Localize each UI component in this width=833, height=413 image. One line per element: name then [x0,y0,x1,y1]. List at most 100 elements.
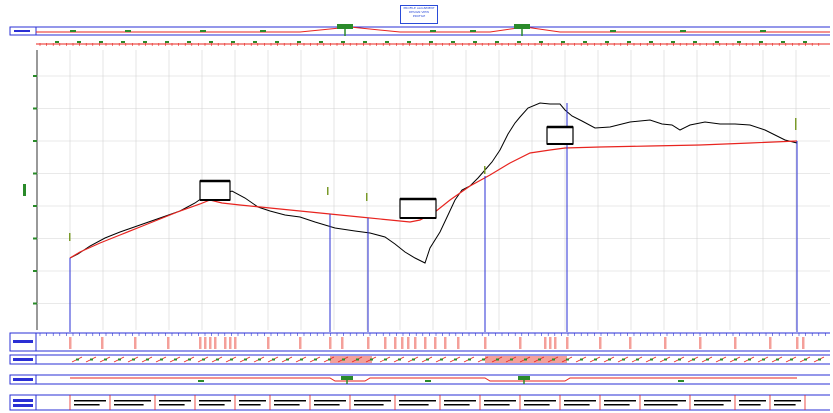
band-1-station-label [796,337,799,349]
top-tick-marker [781,41,785,43]
band-1-station-label [101,337,104,349]
band-1-station-label [384,337,387,349]
top-band-structure-2 [514,24,530,36]
top-tick-marker [385,41,389,43]
band-2-marker [454,358,457,361]
top-tick-marker [341,41,345,43]
top-band-structure-1 [337,24,353,36]
band-2-marker [412,358,415,361]
band-2-marker [244,358,247,361]
band-4-text-line [274,400,306,402]
band-2-marker [440,358,443,361]
band-4-text-line [564,400,596,402]
band-1-station-label [167,337,170,349]
band-2-marker [188,358,191,361]
band-2-marker [734,358,737,361]
band-4-text-line [739,404,761,406]
band-4-text-line [354,404,384,406]
design-profile-line [69,140,798,259]
band-2-marks [71,356,825,363]
top-tick-marker [583,41,587,43]
top-band-marker [260,30,266,32]
top-tick-markers [55,41,807,43]
band-1-station-label [554,337,557,349]
top-tick-marker [539,41,543,43]
band-3-structure-1 [341,376,353,384]
band-1-station-label [414,337,417,349]
section-flags [69,118,797,241]
band-1-station-label [234,337,237,349]
top-band-marker [470,30,476,32]
lower-bands [9,332,830,411]
band-1-station-label [299,337,302,349]
band-2-marker [482,358,485,361]
band-1-station-label [484,337,487,349]
band-2-marker [510,358,513,361]
top-band-marker [125,30,131,32]
top-band-label-fill [14,30,30,32]
band-1-station-label [699,337,702,349]
top-tick-marker [275,41,279,43]
band-2-marker [328,358,331,361]
band-2-marker [174,358,177,361]
band-4-text-line [314,404,340,406]
band-2-marker [426,358,429,361]
band-1-station-label [407,337,410,349]
band-4-text-line [564,404,590,406]
top-tick-strip [36,41,830,46]
band-1-station-ticks [39,333,826,349]
band-2-marker [538,358,541,361]
profile-grid [37,50,830,330]
band-1-station-label [544,337,547,349]
band-1-station-label [424,337,427,349]
band-4-text-line [74,400,106,402]
existing-ground-line [69,102,798,264]
top-tick-marker [473,41,477,43]
band-1-station-label [457,337,460,349]
band-2-label-box [9,354,37,365]
band-4-text-line [644,400,686,402]
top-tick-marker [99,41,103,43]
top-tick-marker [297,41,301,43]
band-2-marker [720,358,723,361]
band-2-marker [76,358,79,361]
top-tick-marker [209,41,213,43]
band-1-station-label [664,337,667,349]
band-4-text-line [604,404,630,406]
structure-3 [546,125,574,145]
left-axis-tick [33,205,37,207]
band-2-marker [692,358,695,361]
left-axis-tick [33,107,37,110]
band-2-marker [818,358,821,361]
band-4-text-line [274,404,300,406]
top-tick-marker [737,41,741,43]
top-tick-marker [605,41,609,43]
band-4-text-line [444,400,476,402]
band-2-marker [272,358,275,361]
band-4-text-line [694,400,731,402]
band-2-marker [524,358,527,361]
top-tick-marks [39,43,820,46]
top-tick-marker [517,41,521,43]
band-1-station-label [629,337,632,349]
band-1-station-label [69,337,72,349]
band-2-marker [160,358,163,361]
top-tick-marker [429,41,433,43]
top-tick-marker [187,41,191,43]
top-band-marker [70,30,76,32]
band-1-station-label [204,337,207,349]
left-axis-tick [33,140,37,142]
band-1-station-label [444,337,447,349]
band-4-text-line [114,400,151,402]
left-axis-tick [33,270,37,272]
band-4-text-line [694,404,724,406]
band-1-station-label [267,337,270,349]
band-2-marker [230,358,233,361]
band-4-text-line [739,400,766,402]
band-2-marker [776,358,779,361]
band-1-station-label [802,337,805,349]
band-2-marker [580,358,583,361]
band-1-station-label [199,337,202,349]
band-1-station-label [209,337,212,349]
band-4-cells [69,395,806,410]
